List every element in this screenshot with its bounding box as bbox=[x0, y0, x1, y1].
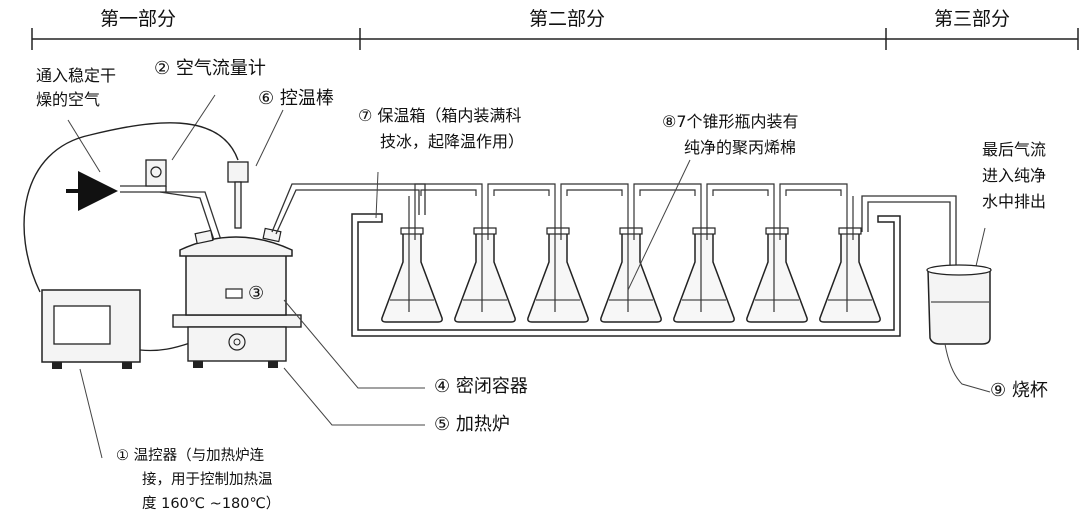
conical-flask bbox=[746, 196, 808, 323]
flask-group bbox=[381, 159, 881, 323]
cold-bath-label-line1: ⑦ 保温箱（箱内装满科 bbox=[358, 106, 522, 125]
connecting-tube bbox=[639, 189, 696, 196]
exhaust-label-line3: 水中排出 bbox=[982, 192, 1047, 211]
controller-label-line1: ① 温控器（与加热炉连 bbox=[116, 448, 265, 464]
connecting-tube bbox=[785, 189, 842, 196]
exhaust-label-line1: 最后气流 bbox=[982, 140, 1047, 159]
section-label-part2: 第二部分 bbox=[529, 8, 606, 30]
temperature-controller bbox=[41, 289, 191, 459]
connecting-tube bbox=[712, 189, 769, 196]
connecting-tube bbox=[779, 183, 848, 196]
flowmeter-label: ② 空气流量计 bbox=[154, 58, 266, 79]
conical-flask bbox=[381, 196, 443, 323]
beaker bbox=[926, 264, 992, 393]
connecting-tube bbox=[633, 183, 702, 196]
sealed-vessel-label: ④ 密闭容器 bbox=[434, 376, 528, 397]
connecting-tube bbox=[487, 183, 556, 196]
conical-flask bbox=[454, 196, 516, 323]
flasks-label-line2: 纯净的聚丙烯棉 bbox=[684, 138, 797, 157]
conical-flask bbox=[600, 196, 662, 323]
heater-label: ⑤ 加热炉 bbox=[434, 414, 510, 435]
section-label-part3: 第三部分 bbox=[934, 8, 1011, 30]
connecting-tube bbox=[493, 189, 550, 196]
controller-label-line2: 接，用于控制加热温 bbox=[142, 472, 273, 488]
heating-furnace bbox=[172, 314, 425, 426]
control-cable bbox=[23, 122, 239, 293]
vessel-marker: ③ bbox=[248, 283, 265, 304]
beaker-label: ⑨ 烧杯 bbox=[990, 380, 1048, 401]
air-input-label-line2: 燥的空气 bbox=[36, 90, 101, 109]
connecting-tube bbox=[566, 189, 623, 196]
section-timeline bbox=[31, 28, 1079, 50]
sealed-vessel bbox=[179, 227, 425, 389]
flask-pointer-line bbox=[627, 159, 691, 291]
controller-label-line3: 度 160℃ ~180℃） bbox=[142, 496, 281, 512]
connecting-tube bbox=[706, 183, 775, 196]
temp-rod-label: ⑥ 控温棒 bbox=[258, 88, 334, 109]
section-label-part1: 第一部分 bbox=[100, 8, 177, 30]
cold-bath bbox=[351, 171, 901, 337]
connecting-tube bbox=[560, 183, 629, 196]
connecting-tube bbox=[414, 183, 483, 196]
exhaust-label-line2: 进入纯净 bbox=[982, 166, 1047, 185]
connecting-tube bbox=[420, 189, 477, 196]
flasks-label-line1: ⑧7个锥形瓶内装有 bbox=[662, 112, 799, 131]
outlet-pipe bbox=[271, 183, 426, 235]
temperature-rod bbox=[227, 109, 284, 229]
conical-flask bbox=[527, 196, 589, 323]
cold-bath-label-line2: 技冰，起降温作用） bbox=[380, 132, 525, 151]
conical-flask bbox=[673, 196, 735, 323]
air-input-label-line1: 通入稳定干 bbox=[36, 66, 117, 85]
conical-flask bbox=[819, 196, 881, 323]
